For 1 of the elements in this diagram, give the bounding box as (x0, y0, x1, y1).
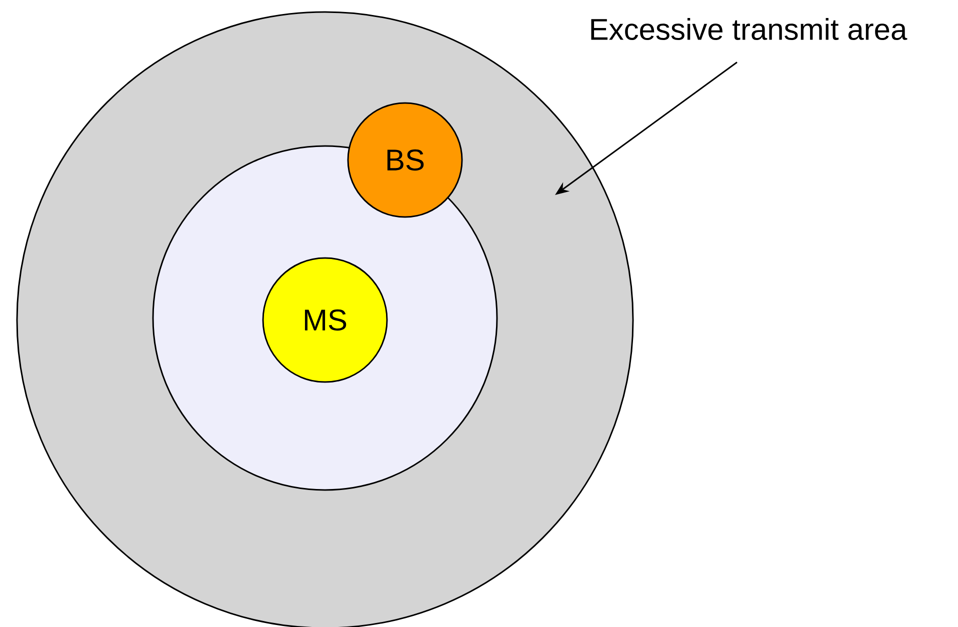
area-label: Excessive transmit area (591, 18, 908, 40)
